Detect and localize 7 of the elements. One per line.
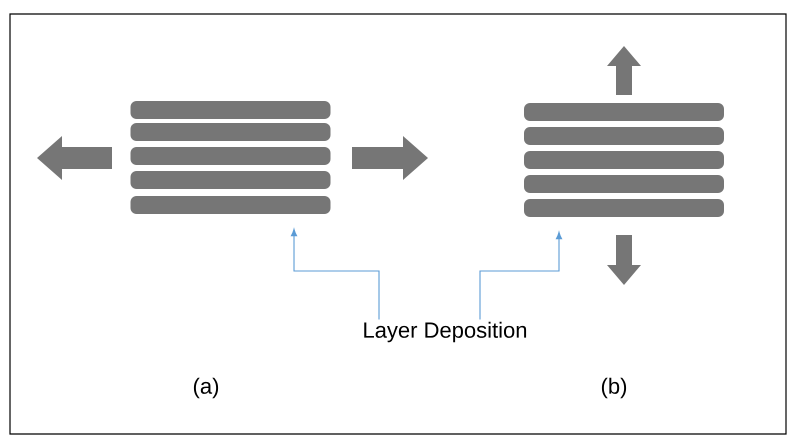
panel-label: (b)	[602, 378, 626, 398]
panel-label: (a)	[194, 378, 218, 398]
leader-line	[290, 228, 380, 320]
layer-stack-drawing	[130, 101, 330, 214]
layer-stack-drawing	[524, 103, 724, 217]
callout-text: Layer Deposition	[364, 322, 526, 342]
leader-line	[479, 232, 562, 320]
